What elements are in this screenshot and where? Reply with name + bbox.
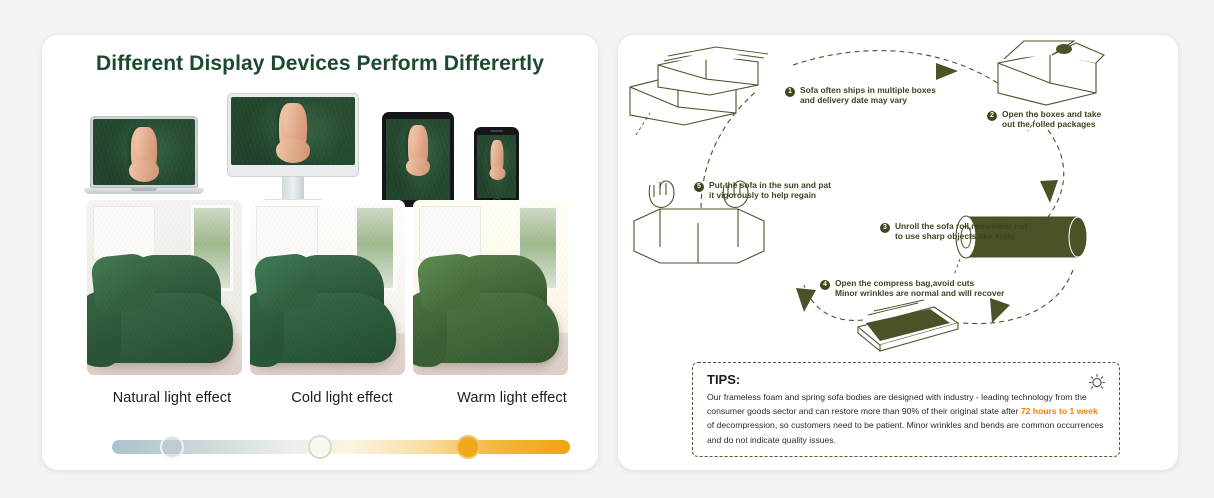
photo-warm-light[interactable] [413, 200, 568, 375]
tablet-body [382, 112, 454, 207]
stacked-boxes-icon [629, 46, 769, 126]
monitor-bezel [227, 93, 359, 177]
photo-sofa-pillow [253, 252, 319, 314]
tips-body-part2: of decompression, so customers need to b… [707, 420, 1104, 445]
tips-highlight: 72 hours to 1 week [1020, 406, 1098, 417]
tips-body-part1: Our frameless foam and spring sofa bodie… [707, 392, 1087, 417]
photo-wall-panel [93, 206, 155, 260]
slider-track[interactable] [112, 440, 570, 454]
compressed-bag-seams [867, 299, 925, 316]
phone-body [474, 127, 519, 206]
display-devices-panel: Different Display Devices Perform Differ… [42, 35, 598, 470]
step-text-3: Unroll the sofa roll,remember not to use… [895, 221, 1028, 242]
monitor-neck [282, 177, 304, 201]
photo-wall-panel [419, 206, 481, 260]
light-effect-photos [87, 200, 597, 375]
light-temperature-slider[interactable] [112, 435, 570, 459]
sofa-with-hands-icon [633, 180, 765, 264]
label-natural-light: Natural light effect [112, 390, 232, 406]
diagram-svg [629, 40, 1105, 352]
step-number-3: 3 [880, 223, 890, 233]
photo-sofa-pillow [90, 252, 156, 314]
step-text-5: Put the sofa in the sun and pat it vigor… [709, 180, 831, 201]
laptop-lid [90, 116, 198, 188]
foot-graphic [129, 127, 159, 182]
device-monitor [227, 93, 359, 212]
step-text-2: Open the boxes and take out the rolled p… [1002, 109, 1102, 130]
laptop-base [84, 188, 204, 194]
photo-natural-light[interactable] [87, 200, 242, 375]
unboxing-steps-panel: 1 Sofa often ships in multiple boxes and… [618, 35, 1178, 470]
foot-graphic [276, 103, 310, 163]
step-number-4: 4 [820, 280, 830, 290]
device-phone [474, 127, 519, 206]
step-number-1: 1 [785, 87, 795, 97]
photo-sofa-pillow [416, 252, 482, 314]
monitor-screen-image [231, 97, 355, 165]
photo-cold-light[interactable] [250, 200, 405, 375]
label-cold-light: Cold light effect [291, 390, 393, 406]
page-title: Different Display Devices Perform Differ… [96, 52, 544, 75]
step-number-5: 5 [694, 182, 704, 192]
foot-graphic [489, 140, 505, 180]
step-text-1: Sofa often ships in multiple boxes and d… [800, 85, 936, 106]
sofa-roll-icon [953, 215, 1088, 276]
open-box-icon [997, 40, 1105, 106]
device-tablet [382, 112, 454, 207]
slider-knob-warm[interactable] [456, 435, 480, 459]
tips-title: TIPS: [707, 372, 741, 387]
unboxing-flow-diagram: 1 Sofa often ships in multiple boxes and… [618, 35, 1178, 365]
compressed-bag-fill [866, 309, 950, 341]
devices-row [42, 90, 598, 215]
foot-graphic [406, 125, 430, 176]
rolled-package-in-box [1056, 44, 1072, 54]
tips-body: Our frameless foam and spring sofa bodie… [707, 390, 1105, 447]
tablet-screen-image [386, 119, 450, 200]
step-text-4: Open the compress bag,avoid cuts Minor w… [835, 278, 1005, 299]
sun-icon [1088, 373, 1106, 389]
tips-box: TIPS: Our frameless foam and spring sofa… [692, 362, 1120, 457]
light-effect-labels: Natural light effect Cold light effect W… [87, 390, 597, 406]
device-laptop [84, 116, 204, 202]
phone-screen-image [477, 135, 516, 198]
slider-knob-natural[interactable] [160, 435, 184, 459]
laptop-screen-image [93, 119, 195, 185]
diagram-arrowheads [796, 63, 1058, 323]
label-warm-light: Warm light effect [457, 390, 567, 406]
step-number-2: 2 [987, 111, 997, 121]
slider-knob-cold[interactable] [308, 435, 332, 459]
photo-wall-panel [256, 206, 318, 260]
